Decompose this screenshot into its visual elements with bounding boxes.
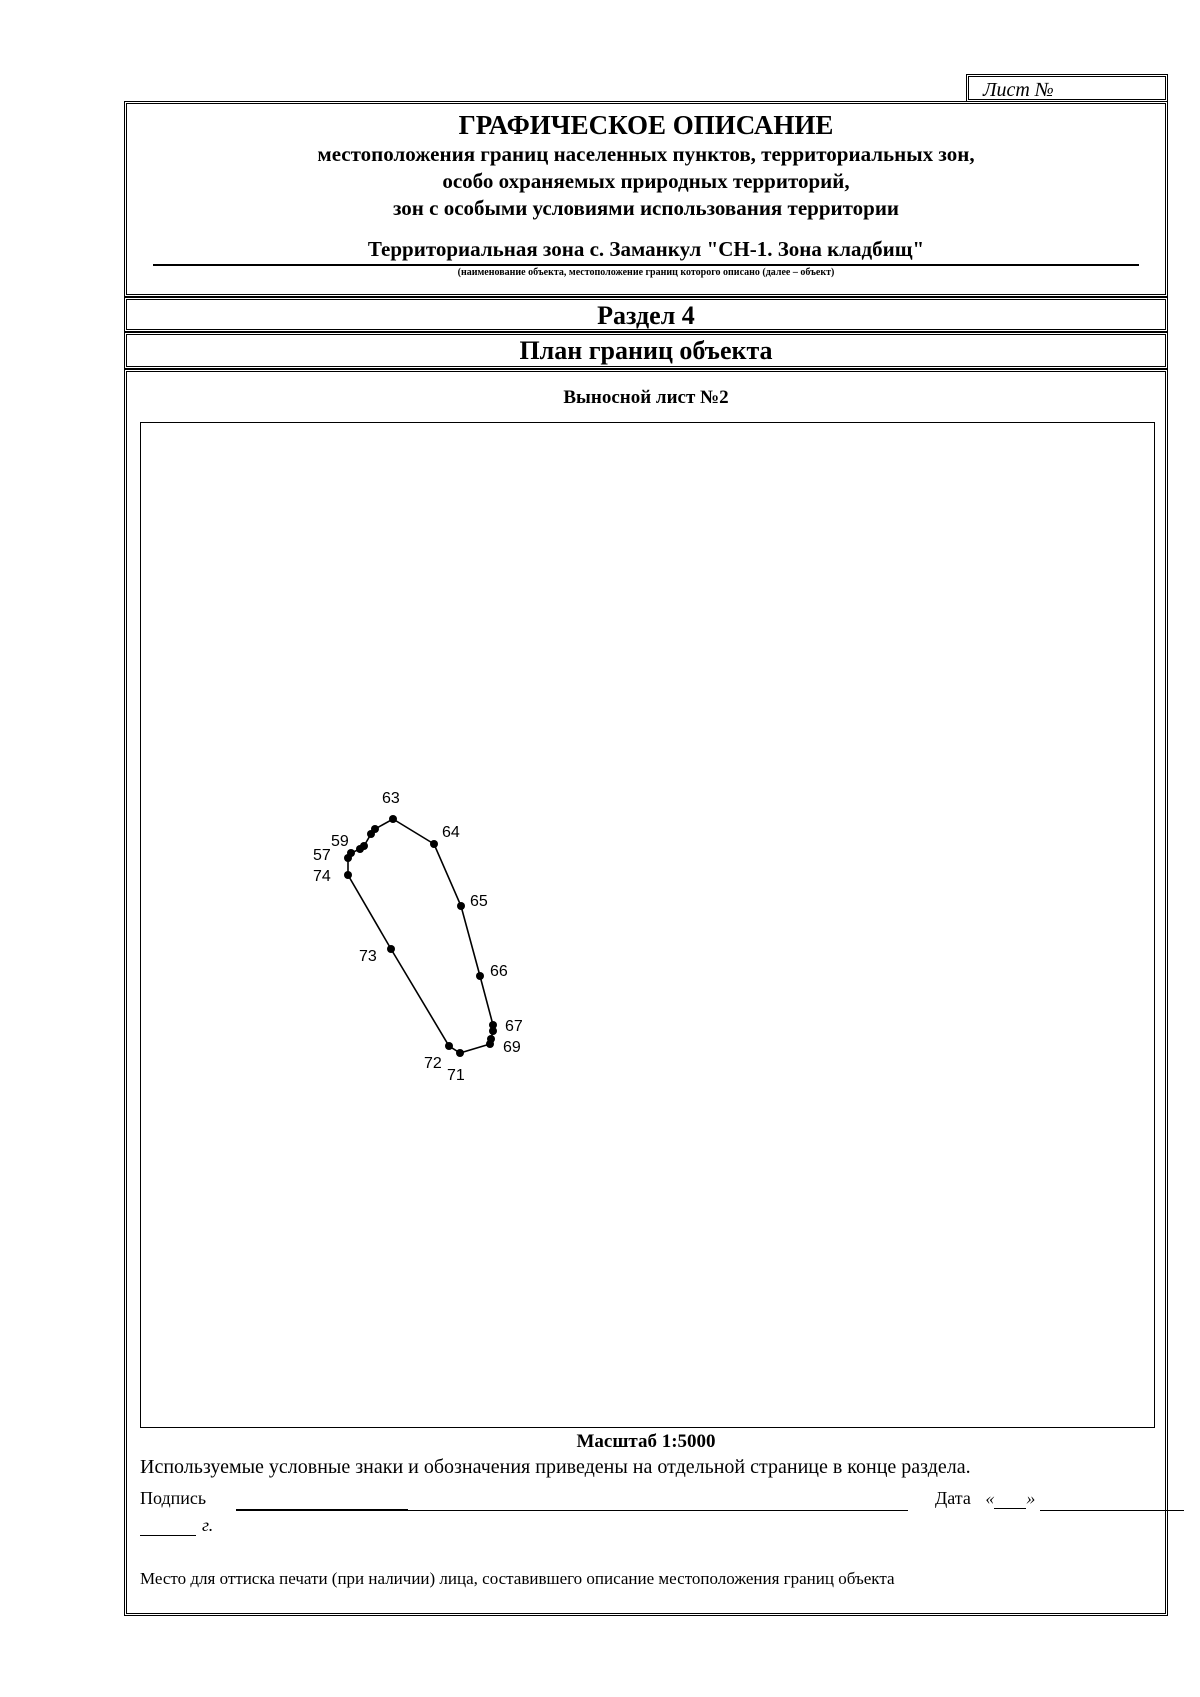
document-title: ГРАФИЧЕСКОЕ ОПИСАНИЕ	[458, 110, 834, 140]
object-name: Территориальная зона с. Заманкул "СН-1. …	[367, 237, 925, 261]
sheet-number-label: Лист №	[983, 79, 1054, 101]
plan-title: План границ объекта	[519, 336, 773, 365]
object-name-caption: (наименование объекта, местоположение гр…	[457, 267, 835, 278]
date-field[interactable]: Дата « »	[935, 1488, 1035, 1509]
subtitle-line-2: особо охраняемых природных территорий,	[442, 169, 850, 193]
date-day-blank[interactable]	[994, 1492, 1027, 1509]
date-close-quote: »	[1026, 1488, 1036, 1508]
boundary-point-label-67: 67	[505, 1018, 523, 1035]
boundary-point-label-72: 72	[424, 1055, 442, 1072]
date-open-quote: «	[985, 1488, 995, 1508]
section-title: Раздел 4	[597, 301, 695, 330]
signature-row: Подпись Дата « »	[140, 1488, 1184, 1514]
boundary-point-label-65: 65	[470, 893, 488, 910]
boundary-point-67	[489, 1021, 497, 1029]
boundary-point-label-59: 59	[331, 833, 349, 850]
inset-sheet-title: Выносной лист №2	[563, 387, 729, 408]
boundary-point-label-66: 66	[490, 963, 508, 980]
boundary-point-63	[389, 815, 397, 823]
signature-line-extension	[408, 1510, 908, 1511]
sheet-number-box: Лист №	[966, 74, 1168, 102]
signature-label: Подпись	[140, 1488, 207, 1508]
plan-bar: План границ объекта	[124, 332, 1168, 369]
header-frame: ГРАФИЧЕСКОЕ ОПИСАНИЕ местоположения гран…	[124, 101, 1168, 297]
boundary-point-65	[457, 902, 465, 910]
stamp-note: Место для оттиска печати (при наличии) л…	[140, 1569, 895, 1588]
boundary-point-68	[489, 1027, 497, 1035]
legend-note: Используемые условные знаки и обозначени…	[140, 1456, 971, 1478]
date-label: Дата	[935, 1488, 971, 1508]
boundary-point-64	[430, 840, 438, 848]
boundary-point-74	[344, 871, 352, 879]
subtitle-line-3: зон с особыми условиями использования те…	[392, 196, 900, 220]
subtitle-line-1: местоположения границ населенных пунктов…	[317, 142, 975, 166]
boundary-polygon	[347, 818, 494, 1054]
boundary-point-label-57: 57	[313, 847, 331, 864]
scale-label: Масштаб 1:5000	[576, 1431, 716, 1452]
boundary-point-71	[456, 1049, 464, 1057]
signature-line[interactable]	[236, 1509, 408, 1511]
boundary-point-markers	[344, 815, 497, 1057]
year-row: г.	[140, 1515, 213, 1536]
boundary-point-58	[347, 849, 355, 857]
boundary-point-label-63: 63	[382, 790, 400, 807]
boundary-point-label-71: 71	[447, 1067, 465, 1084]
boundary-point-70	[486, 1040, 494, 1048]
year-suffix: г.	[202, 1515, 214, 1535]
boundary-point-label-64: 64	[442, 824, 460, 841]
boundary-point-label-74: 74	[313, 868, 331, 885]
boundary-point-73	[387, 945, 395, 953]
year-blank[interactable]	[140, 1521, 196, 1536]
boundary-point-72	[445, 1042, 453, 1050]
boundary-point-66	[476, 972, 484, 980]
section-bar: Раздел 4	[124, 297, 1168, 332]
boundary-point-60	[360, 842, 368, 850]
boundary-point-62	[371, 825, 379, 833]
object-name-underline	[153, 264, 1139, 266]
boundary-point-label-69: 69	[503, 1039, 521, 1056]
boundary-point-label-73: 73	[359, 948, 377, 965]
date-month-line[interactable]	[1040, 1510, 1184, 1511]
